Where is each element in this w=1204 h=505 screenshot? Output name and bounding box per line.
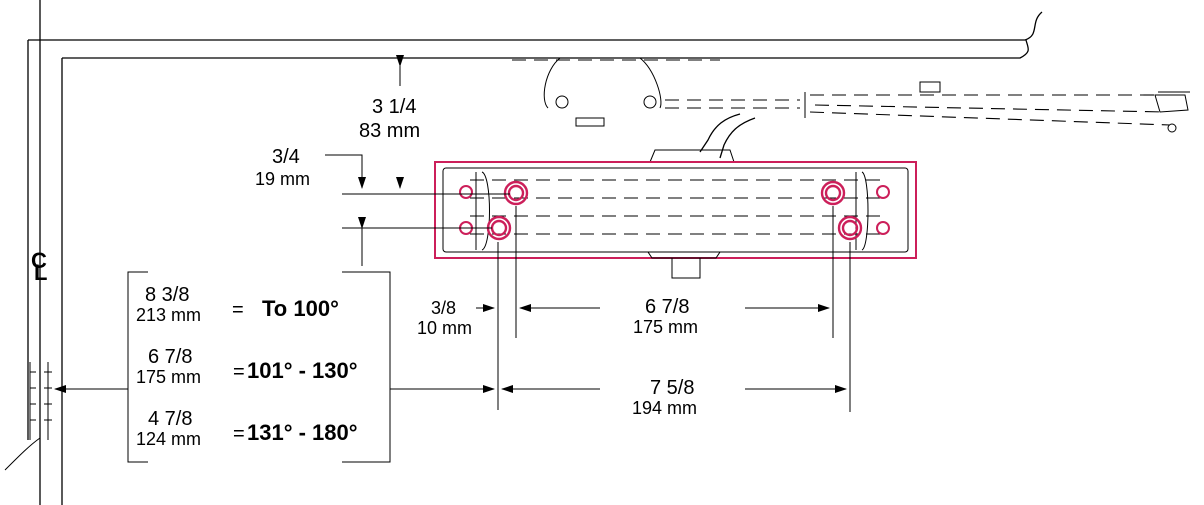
dim-offset-metric: 19 mm (255, 169, 310, 189)
centerline-l: L (34, 260, 47, 285)
row-equals: = (233, 361, 245, 383)
dim-outer-metric: 194 mm (632, 398, 697, 418)
row-metric: 124 mm (136, 429, 201, 449)
row-metric: 175 mm (136, 367, 201, 387)
dimension-outer: 7 5/8 194 mm (501, 242, 851, 418)
hole-upper-right (820, 180, 846, 206)
dimension-table-bracket (54, 271, 495, 463)
row-fraction: 8 3/8 (145, 284, 189, 306)
hinge-dashes (29, 362, 52, 440)
hole-upper-left (503, 180, 529, 206)
dim-top-fraction: 3 1/4 (372, 96, 416, 118)
centerline-c: C (31, 248, 47, 273)
row-fraction: 6 7/8 (148, 346, 192, 368)
row-fraction: 4 7/8 (148, 408, 192, 430)
door-frame (4, 0, 1043, 505)
dimension-inner: 6 7/8 175 mm (515, 206, 834, 338)
dimension-top: 3 1/4 83 mm (359, 55, 420, 189)
hole-lower-right (837, 215, 863, 241)
dim-edge-metric: 10 mm (417, 318, 472, 338)
dim-top-metric: 83 mm (359, 120, 420, 142)
row-angle: 131° - 180° (247, 420, 358, 445)
table-row: 6 7/8 175 mm = 101° - 130° (136, 346, 358, 387)
dim-inner-metric: 175 mm (633, 317, 698, 337)
dimension-edge: 3/8 10 mm (417, 242, 499, 410)
mounting-plate (434, 161, 917, 279)
angle-table: 8 3/8 213 mm = To 100° 6 7/8 175 mm = 10… (136, 284, 358, 449)
row-equals: = (232, 299, 244, 321)
row-angle: To 100° (262, 296, 339, 321)
row-equals: = (233, 423, 245, 445)
closer-arm-dashed (512, 57, 1190, 133)
dim-edge-fraction: 3/8 (431, 298, 456, 318)
dim-offset-fraction: 3/4 (272, 146, 300, 168)
arm-linkage (649, 113, 756, 163)
centerline-symbol: C L (31, 248, 47, 285)
row-angle: 101° - 130° (247, 358, 358, 383)
row-metric: 213 mm (136, 305, 201, 325)
dim-outer-fraction: 7 5/8 (650, 377, 694, 399)
mounting-holes (459, 180, 890, 241)
table-row: 8 3/8 213 mm = To 100° (136, 284, 339, 325)
table-row: 4 7/8 124 mm = 131° - 180° (136, 408, 358, 449)
dimension-offset: 3/4 19 mm (255, 146, 510, 266)
dim-inner-fraction: 6 7/8 (645, 296, 689, 318)
